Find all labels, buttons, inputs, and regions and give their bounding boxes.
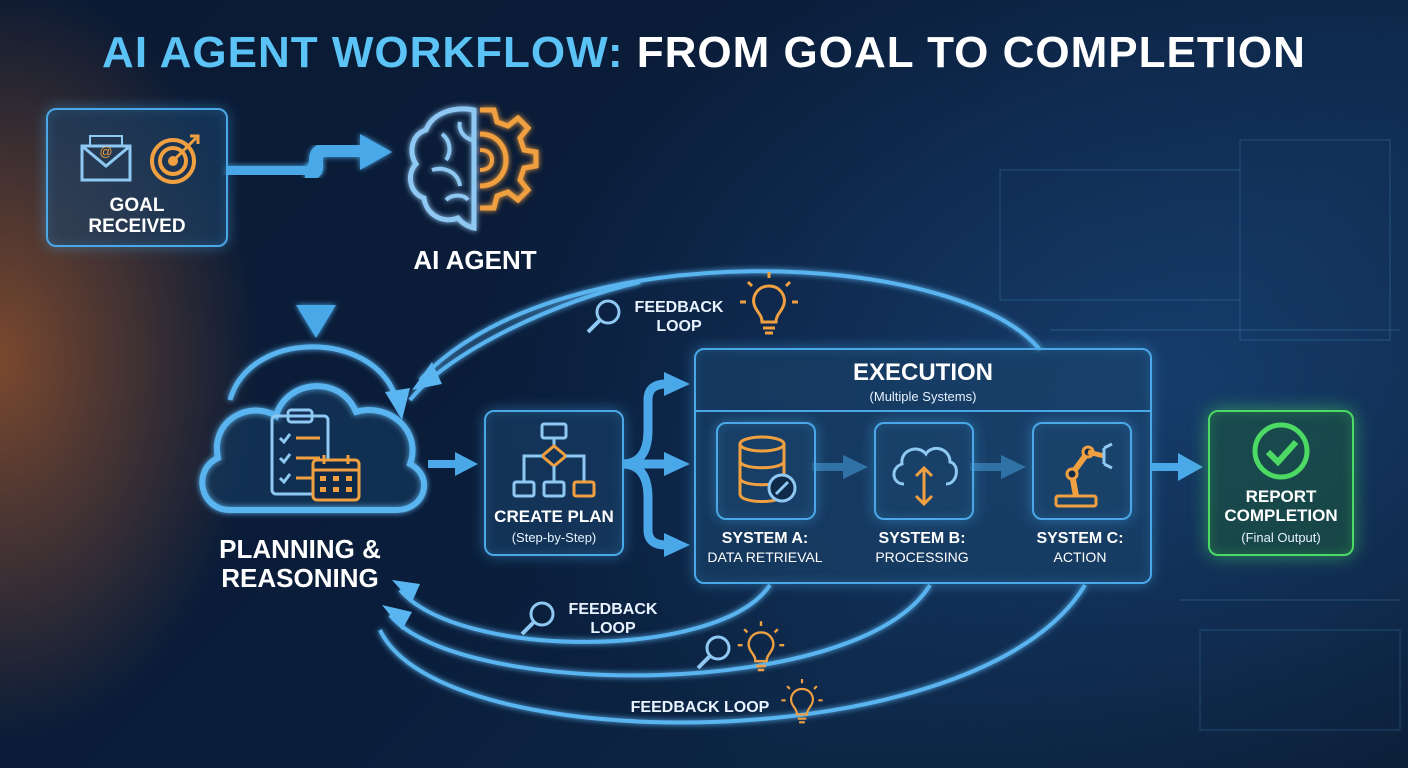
page-title: AI AGENT WORKFLOW: FROM GOAL TO COMPLETI… <box>0 28 1408 78</box>
create-plan-sub: (Step-by-Step) <box>511 530 597 545</box>
lightbulb-icon <box>780 676 824 731</box>
create-plan-label: CREATE PLAN <box>494 507 614 526</box>
background-tech-lines <box>999 139 1401 731</box>
report-completion-label: REPORT COMPLETION <box>1224 487 1338 525</box>
report-completion-box: REPORT COMPLETION (Final Output) <box>1208 410 1354 556</box>
title-part-2: FROM GOAL TO COMPLETION <box>636 28 1306 77</box>
planning-cloud-arc <box>227 344 398 401</box>
lightbulb-icon <box>738 268 800 343</box>
calendar-icon <box>310 452 362 507</box>
system-a-name: SYSTEM A: <box>721 530 809 547</box>
system-c-box <box>1032 422 1132 520</box>
flowchart-icon <box>512 422 596 505</box>
goal-received-label: GOAL RECEIVED <box>88 195 186 237</box>
bottom-feedback-loop-2 <box>388 583 932 678</box>
system-c-desc: ACTION <box>1053 548 1107 565</box>
system-a-box <box>716 422 816 520</box>
target-icon <box>148 132 202 191</box>
lightbulb-icon <box>736 618 786 679</box>
system-c-label: SYSTEM C: ACTION <box>1015 530 1145 565</box>
goal-to-agent-arrow <box>226 162 322 180</box>
magnifier-icon <box>518 598 558 643</box>
goal-received-box: @ GOAL RECEIVED <box>46 108 228 247</box>
execution-header-divider <box>696 410 1150 412</box>
system-b-desc: PROCESSING <box>875 548 969 565</box>
checklist-icon <box>268 408 332 503</box>
svg-text:@: @ <box>99 144 112 159</box>
feedback-loop-label-middle: FEEDBACK LOOP <box>568 601 658 638</box>
system-a-label: SYSTEM A: DATA RETRIEVAL <box>700 530 830 565</box>
system-b-label: SYSTEM B: PROCESSING <box>857 530 987 565</box>
feedback-loop-label-bottom: FEEDBACK LOOP <box>630 699 770 716</box>
cloud-icon <box>190 350 430 535</box>
robot-arm-icon <box>1048 434 1118 515</box>
top-feedback-loop-arc <box>418 269 1042 382</box>
planning-reasoning-label: PLANNING & REASONING <box>219 534 381 593</box>
ai-agent-label: AI AGENT <box>413 245 537 275</box>
system-b-box <box>874 422 974 520</box>
envelope-icon: @ <box>78 130 134 191</box>
report-completion-sub: (Final Output) <box>1241 530 1321 545</box>
magnifier-icon <box>694 632 734 677</box>
bottom-feedback-loop-3 <box>378 583 1087 725</box>
execution-sub: (Multiple Systems) <box>869 389 977 404</box>
magnifier-icon <box>584 296 624 341</box>
bottom-feedback-loop-1 <box>398 583 772 644</box>
execution-title: EXECUTION <box>852 359 993 386</box>
brain-gear-icon <box>402 100 552 245</box>
plan-branch-arrows <box>621 379 667 469</box>
system-a-desc: DATA RETRIEVAL <box>707 548 823 565</box>
system-c-name: SYSTEM C: <box>1036 530 1124 547</box>
feedback-loop-label-top: FEEDBACK LOOP <box>634 299 724 336</box>
title-part-1: AI AGENT WORKFLOW: <box>102 28 624 77</box>
database-icon <box>736 434 800 513</box>
checkmark-icon <box>1250 420 1312 487</box>
cloud-transfer-icon <box>888 438 960 513</box>
create-plan-box: CREATE PLAN (Step-by-Step) <box>484 410 624 556</box>
system-b-name: SYSTEM B: <box>878 530 966 547</box>
